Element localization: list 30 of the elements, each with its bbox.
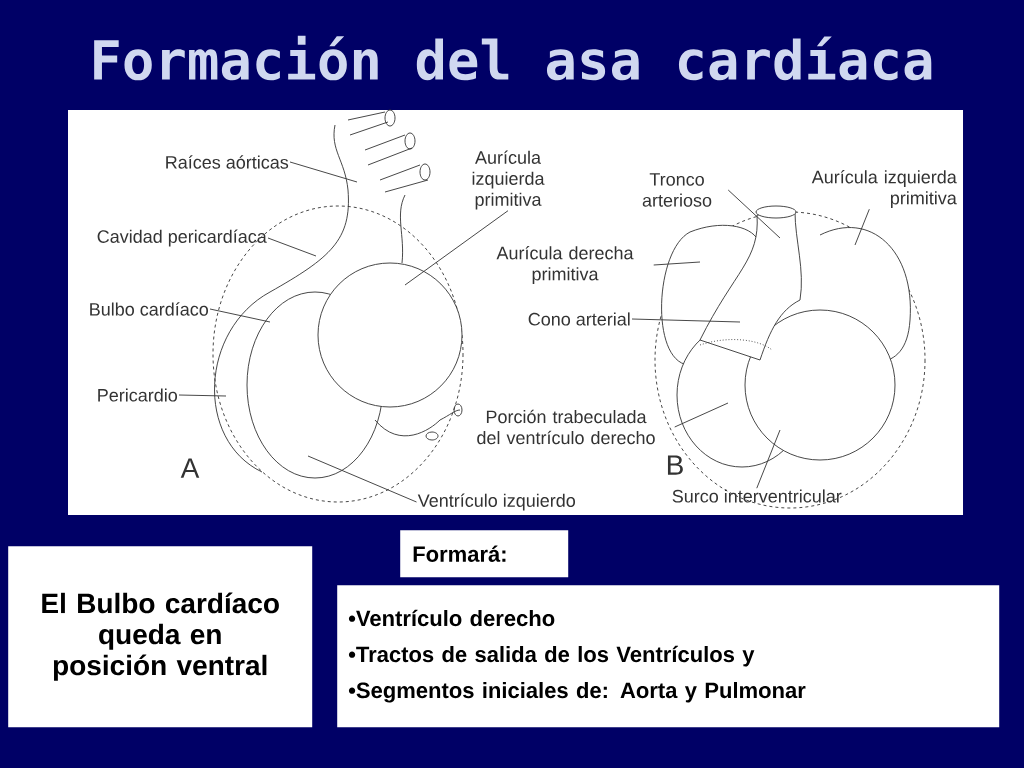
part-label: Cavidad pericardíaca [97,229,267,247]
leader-line [674,402,729,428]
leader-line [631,318,741,323]
heading-box: Formará: [400,530,569,578]
leader-line [727,189,781,239]
part-label: Bulbo cardíaco [90,302,208,316]
slide-title: Formación del asa cardíaca [94,35,932,81]
leader-line [209,308,271,323]
figure-letter: B [667,455,683,475]
part-label: Cono arterial [528,312,630,326]
bullet-list-box: •Ventrículo derecho •Tractos de salida de los Ventrículos y •Segmentos iniciales de: Aorta y Pulmonar [337,585,1000,728]
part-label: Pericardio [98,388,178,402]
leader-line [307,455,417,503]
leader-line [178,394,227,397]
part-label: Aurícula derecha primitiva [496,246,634,284]
leader-line [756,429,781,489]
leader-line [404,210,509,286]
leader-line [289,161,358,183]
leader-line [653,261,701,266]
leader-line [267,237,317,257]
part-label: Aurícula izquierda primitiva [811,170,957,208]
part-label: Tronco arterioso [642,173,712,207]
text-box: El Bulbo cardíaco queda en posición ventral [8,546,313,728]
leader-line [854,208,870,246]
part-label: Aurícula izquierda primitiva [472,150,545,210]
part-label: Surco interventricular [672,489,842,503]
figure-letter: A [180,458,200,478]
part-label: Raíces aórticas [166,155,289,169]
part-label: Porción trabeculada del ventrículo derecho [477,409,655,445]
part-label: Ventrículo izquierdo [417,493,575,511]
